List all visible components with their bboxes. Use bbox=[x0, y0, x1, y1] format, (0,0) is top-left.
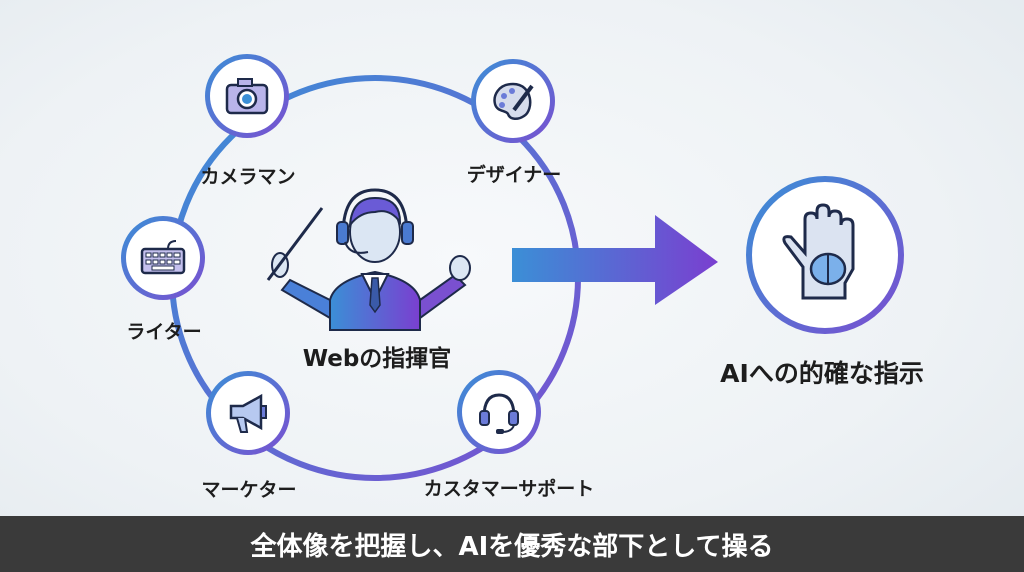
role-node-designer bbox=[471, 59, 555, 143]
megaphone-icon bbox=[229, 393, 267, 433]
role-node-marketer bbox=[206, 371, 290, 455]
role-label: マーケター bbox=[201, 479, 297, 501]
role-label: ライター bbox=[126, 321, 202, 343]
result-label: AIへの的確な指示 bbox=[720, 359, 924, 388]
role-label: カメラマン bbox=[200, 166, 296, 188]
role-label: デザイナー bbox=[466, 164, 562, 186]
palette-icon bbox=[493, 82, 534, 120]
center-label: Webの指揮官 bbox=[302, 346, 452, 372]
camera-icon bbox=[225, 78, 269, 115]
conductor-figure bbox=[266, 188, 471, 331]
hand-brain-icon bbox=[782, 203, 855, 300]
role-node-camera bbox=[205, 54, 289, 138]
keyboard-icon bbox=[140, 240, 186, 275]
caption-bar: 全体像を把握し、AIを優秀な部下として操る bbox=[0, 516, 1024, 572]
role-label: カスタマーサポート bbox=[423, 478, 595, 500]
headset-icon bbox=[479, 393, 519, 434]
caption-text: 全体像を把握し、AIを優秀な部下として操る bbox=[250, 531, 774, 562]
role-node-support bbox=[457, 370, 541, 454]
arrow bbox=[512, 215, 718, 305]
role-node-writer bbox=[121, 216, 205, 300]
